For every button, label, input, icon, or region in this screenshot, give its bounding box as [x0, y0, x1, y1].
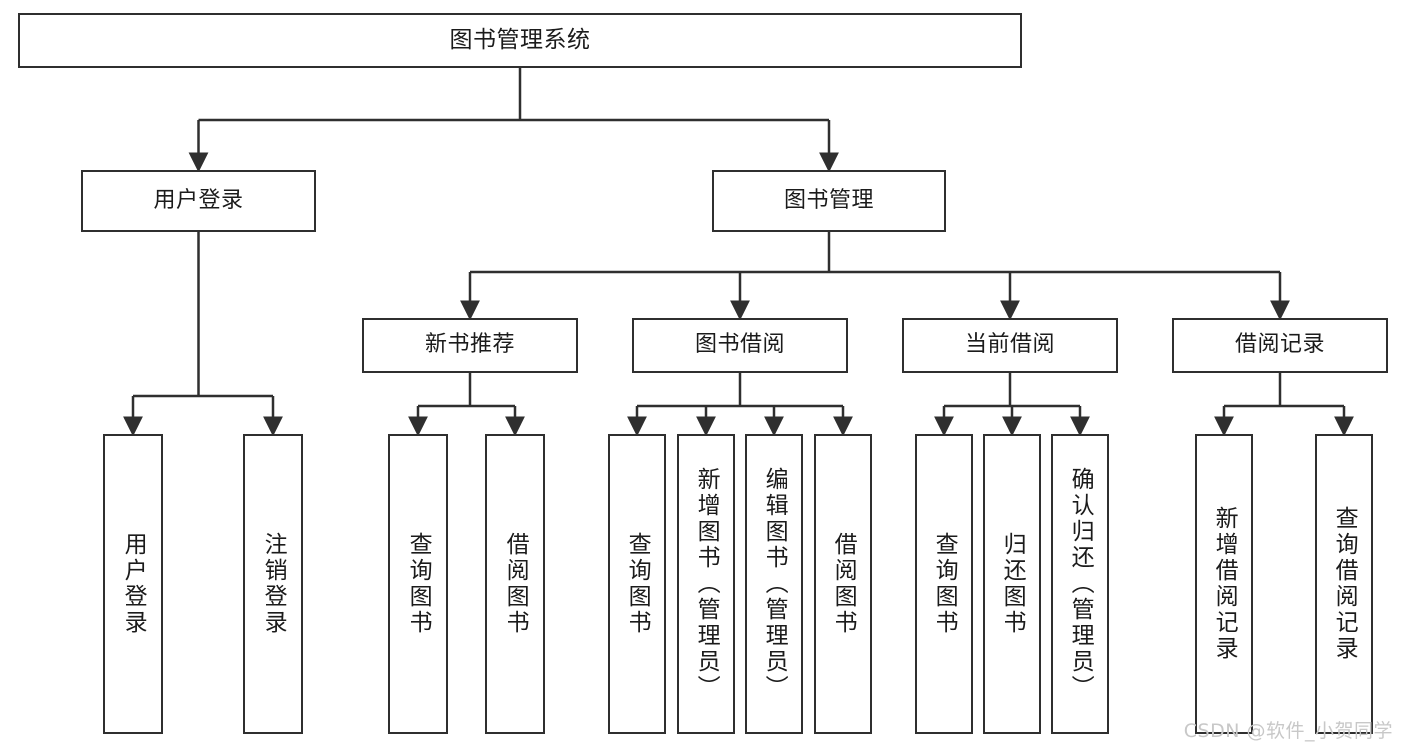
node-label: 确认归还（管理员） [1067, 467, 1094, 701]
leaf-edit-book-admin[interactable]: 编辑图书（管理员） [745, 434, 803, 734]
edge-layer [123, 68, 1354, 437]
node-label: 借阅图书 [830, 532, 857, 636]
node-borrow-record[interactable]: 借阅记录 [1172, 318, 1388, 373]
node-book-management-system[interactable]: 图书管理系统 [18, 13, 1022, 68]
watermark: CSDN @软件_小贺同学 [1183, 720, 1393, 742]
node-user-login[interactable]: 用户登录 [81, 170, 316, 232]
leaf-query-book-recommendation[interactable]: 查询图书 [388, 434, 448, 734]
node-label: 新书推荐 [424, 332, 515, 358]
node-label: 借阅记录 [1234, 332, 1325, 358]
node-label: 图书借阅 [694, 332, 785, 358]
node-label: 用户登录 [153, 187, 244, 213]
node-label: 注销登录 [260, 532, 287, 636]
node-label: 查询图书 [624, 532, 651, 636]
node-label: 新增图书（管理员） [693, 467, 720, 701]
node-label: 借阅图书 [502, 532, 529, 636]
leaf-user-login[interactable]: 用户登录 [103, 434, 163, 734]
leaf-query-book-borrow[interactable]: 查询图书 [608, 434, 666, 734]
leaf-add-book-admin[interactable]: 新增图书（管理员） [677, 434, 735, 734]
node-label: 新增借阅记录 [1211, 506, 1238, 662]
leaf-query-borrow-record[interactable]: 查询借阅记录 [1315, 434, 1373, 734]
leaf-borrow-book[interactable]: 借阅图书 [814, 434, 872, 734]
leaf-query-book-current[interactable]: 查询图书 [915, 434, 973, 734]
node-label: 归还图书 [999, 532, 1026, 636]
node-current-borrow[interactable]: 当前借阅 [902, 318, 1118, 373]
node-label: 编辑图书（管理员） [761, 467, 788, 701]
node-label: 图书管理系统 [449, 26, 591, 53]
leaf-return-book[interactable]: 归还图书 [983, 434, 1041, 734]
leaf-borrow-book-recommendation[interactable]: 借阅图书 [485, 434, 545, 734]
node-label: 当前借阅 [964, 332, 1055, 358]
node-label: 用户登录 [120, 532, 147, 636]
node-new-book-recommendation[interactable]: 新书推荐 [362, 318, 578, 373]
leaf-logout[interactable]: 注销登录 [243, 434, 303, 734]
node-book-management[interactable]: 图书管理 [712, 170, 946, 232]
node-label: 查询图书 [405, 532, 432, 636]
node-book-borrow[interactable]: 图书借阅 [632, 318, 848, 373]
leaf-confirm-return-admin[interactable]: 确认归还（管理员） [1051, 434, 1109, 734]
node-label: 查询借阅记录 [1331, 506, 1358, 662]
leaf-add-borrow-record[interactable]: 新增借阅记录 [1195, 434, 1253, 734]
node-label: 查询图书 [931, 532, 958, 636]
node-label: 图书管理 [783, 187, 874, 213]
